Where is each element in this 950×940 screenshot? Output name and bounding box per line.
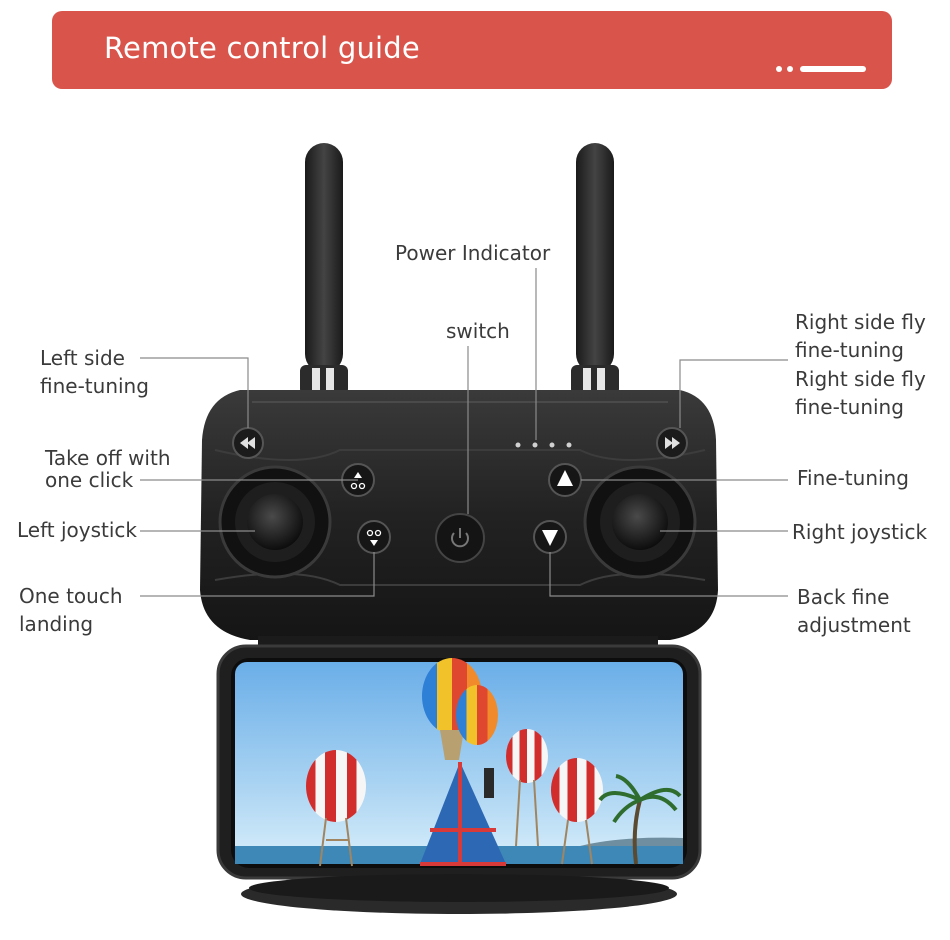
- label-power-indicator: Power Indicator: [395, 241, 551, 265]
- phone-screen-image: [235, 658, 683, 867]
- label-left-joystick: Left joystick: [17, 518, 138, 542]
- label-take-off-line1: Take off with: [45, 446, 171, 470]
- label-right-side-fly-b-line2: fine-tuning: [795, 395, 904, 419]
- hot-air-balloon-icon: [506, 729, 548, 847]
- down-arrow-icon: [533, 520, 567, 554]
- up-arrow-icon: [548, 463, 582, 497]
- label-right-side-fly-b-line1: Right side fly: [795, 367, 926, 391]
- left-antenna-icon: [300, 143, 348, 395]
- label-right-side-fly-a-line2: fine-tuning: [795, 338, 904, 362]
- rewind-icon: [232, 427, 264, 459]
- label-fine-tuning: Fine-tuning: [797, 466, 909, 490]
- hot-air-balloon-icon: [306, 750, 366, 867]
- label-left-side-fine-tuning-line1: Left side: [40, 346, 125, 370]
- fast-forward-icon: [656, 427, 688, 459]
- right-joystick-icon: [583, 465, 697, 579]
- label-take-off-line2: one click: [45, 468, 134, 492]
- pagination-dots: [776, 66, 866, 72]
- palm-tree-icon: [598, 774, 682, 865]
- left-joystick-icon: [218, 465, 332, 579]
- label-one-touch-landing-line1: One touch: [19, 584, 123, 608]
- label-one-touch-landing-line2: landing: [19, 612, 94, 636]
- power-icon: [435, 513, 485, 563]
- label-left-side-fine-tuning-line2: fine-tuning: [40, 374, 149, 398]
- leader-lines: [140, 268, 788, 597]
- label-switch: switch: [446, 319, 510, 343]
- landing-icon: [357, 520, 391, 554]
- power-indicator-leds: [515, 442, 572, 448]
- header-banner: Remote control guide: [52, 11, 892, 89]
- label-right-joystick: Right joystick: [792, 520, 928, 544]
- hot-air-balloon-icon: [551, 758, 603, 865]
- label-back-fine-line1: Back fine: [797, 585, 890, 609]
- label-right-side-fly-a-line1: Right side fly: [795, 310, 926, 334]
- right-antenna-icon: [571, 143, 619, 395]
- hot-air-balloon-icon: [422, 658, 498, 760]
- label-back-fine-line2: adjustment: [797, 613, 911, 637]
- header-title: Remote control guide: [104, 31, 420, 65]
